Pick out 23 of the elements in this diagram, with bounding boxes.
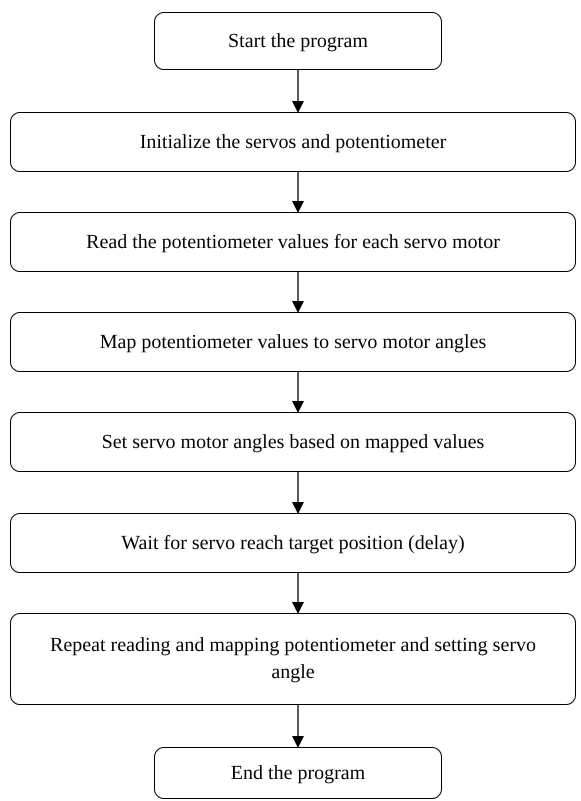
process-box bbox=[10, 212, 576, 272]
step-text: Read the potentiometer values for each servo motor bbox=[86, 230, 500, 254]
step-text: Map potentiometer values to servo motor angles bbox=[100, 330, 486, 354]
process-box bbox=[10, 513, 576, 573]
process-box bbox=[154, 747, 442, 799]
arrow bbox=[292, 272, 304, 313]
process-box bbox=[10, 412, 576, 472]
arrow bbox=[292, 372, 304, 413]
process-box bbox=[10, 112, 576, 172]
process-box bbox=[154, 12, 442, 70]
step-text: Start the program bbox=[228, 28, 368, 54]
arrow bbox=[292, 573, 304, 614]
arrow bbox=[292, 172, 304, 213]
step-text: Repeat reading and mapping potentiometer and setting servo angle bbox=[49, 633, 537, 685]
arrow bbox=[292, 705, 304, 748]
arrow bbox=[292, 472, 304, 514]
process-box bbox=[10, 312, 576, 372]
step-text: End the program bbox=[230, 760, 366, 786]
step-text: Set servo motor angles based on mapped values bbox=[102, 430, 484, 454]
step-text: Wait for servo reach target position (delay) bbox=[121, 530, 465, 556]
process-box bbox=[10, 613, 576, 705]
step-text: Initialize the servos and potentiometer bbox=[140, 130, 446, 154]
arrow bbox=[292, 70, 304, 113]
